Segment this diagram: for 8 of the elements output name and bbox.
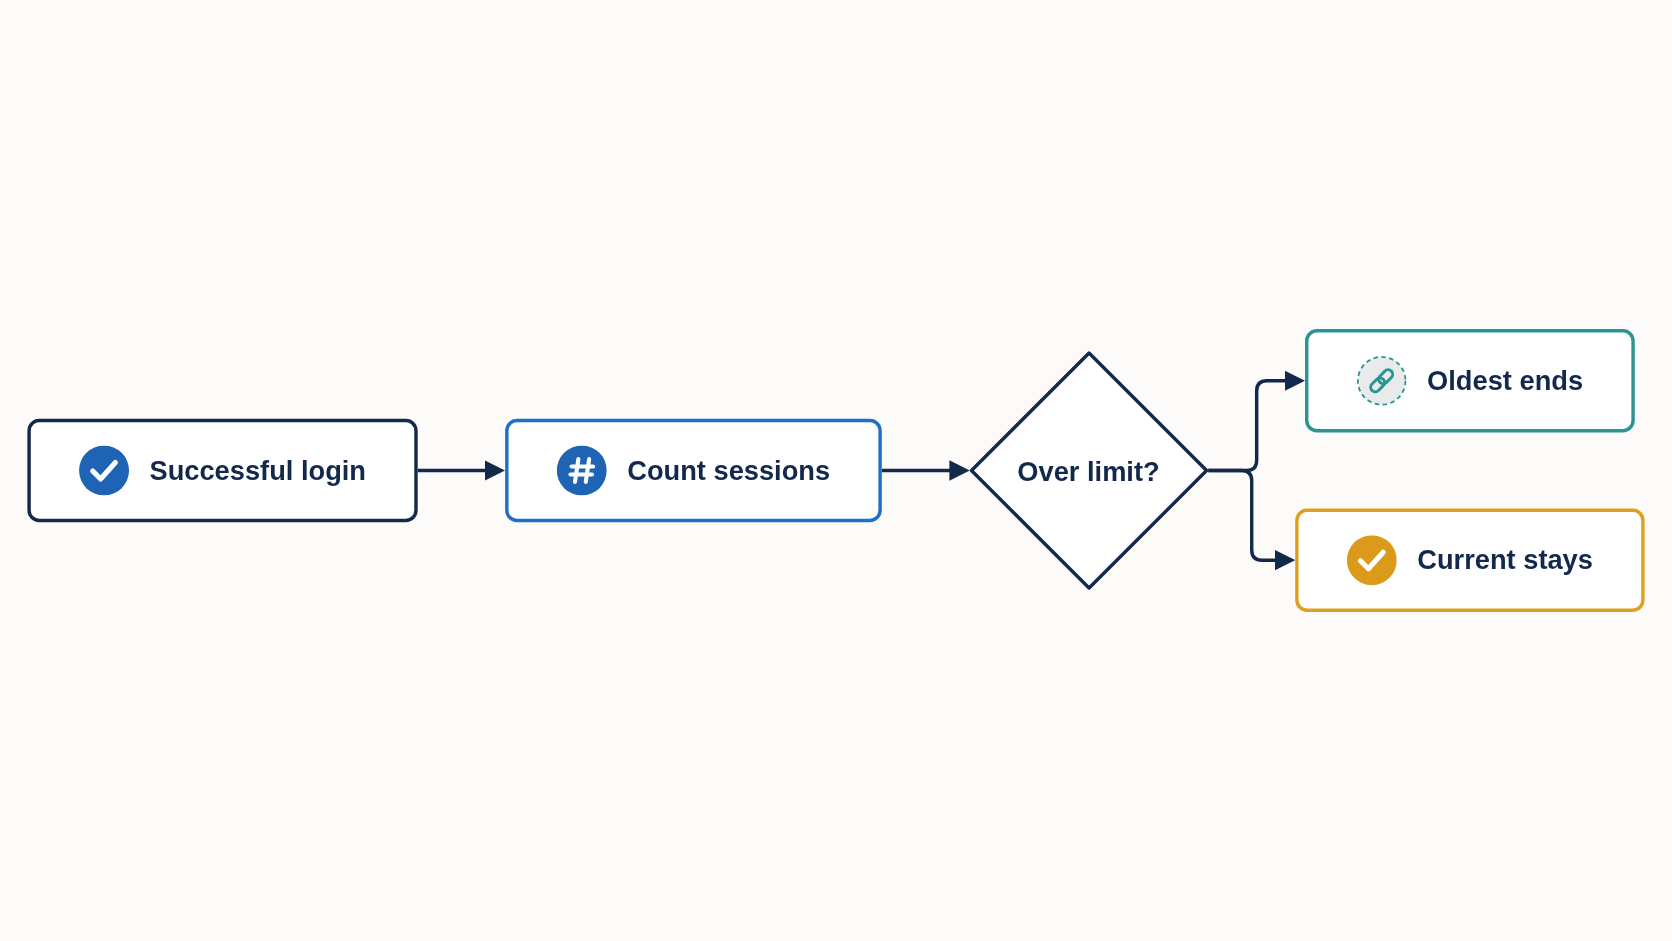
arrow [1208,468,1296,571]
decision-label: Over limit? [1017,455,1160,487]
arrow [881,460,970,481]
node-label: Count sessions [627,454,831,486]
node-label: Oldest ends [1427,364,1584,396]
node-label: Current stays [1417,544,1593,575]
node-label: Successful login [149,454,366,486]
arrow [417,460,506,481]
